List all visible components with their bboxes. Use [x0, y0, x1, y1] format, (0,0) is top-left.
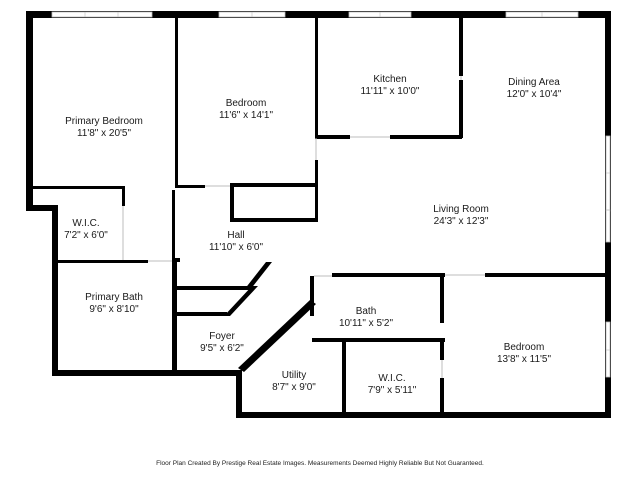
wall-kitchen-bottom-right	[390, 135, 462, 139]
floor-plan-credit: Floor Plan Created By Prestige Real Esta…	[156, 460, 484, 467]
wall-foyer-diagonal-lower	[224, 286, 258, 316]
wall-closet-left	[230, 183, 234, 222]
label-wic-2-dims: 7'9" x 5'11"	[368, 385, 417, 396]
bottom-step-wall	[236, 370, 242, 418]
label-primary-bath-dims: 9'6" x 8'10"	[89, 304, 139, 315]
wall-bath-right	[440, 273, 444, 323]
label-utility-name: Utility	[282, 370, 306, 381]
window-primary-bedroom	[51, 11, 153, 18]
label-wic-dims: 7'2" x 6'0"	[64, 230, 108, 241]
label-hall-dims: 11'10" x 6'0"	[209, 242, 264, 253]
wall-primary-bath-right	[172, 262, 177, 375]
left-upper-exterior-wall	[26, 11, 33, 211]
label-living-room-dims: 24'3" x 12'3"	[434, 216, 489, 227]
door-openings	[122, 76, 485, 378]
top-exterior-wall	[26, 11, 611, 18]
wall-bath-bottom	[312, 338, 445, 342]
wall-bath-left	[310, 276, 314, 316]
label-primary-bedroom-dims: 11'8" x 20'5"	[77, 128, 132, 139]
label-primary-bedroom-name: Primary Bedroom	[65, 116, 143, 127]
wall-kitchen-bottom-left	[315, 135, 350, 139]
label-living-room-name: Living Room	[433, 204, 489, 215]
label-wic-2-name: W.I.C.	[378, 373, 405, 384]
window-dining-side	[605, 135, 611, 212]
wall-primary-bedroom-bedroom	[175, 18, 178, 188]
label-foyer-name: Foyer	[209, 331, 235, 342]
wic-notch-wall-top	[26, 205, 58, 211]
label-foyer-dims: 9'5" x 6'2"	[200, 343, 244, 354]
interior-walls	[33, 18, 611, 415]
wall-bedroom-hall-right	[315, 160, 318, 220]
label-bath-dims: 10'11" x 5'2"	[339, 318, 394, 329]
label-kitchen-dims: 11'11" x 10'0"	[361, 86, 420, 97]
label-bedroom-dims: 11'6" x 14'1"	[219, 110, 274, 121]
wall-wic2-right-upper	[440, 338, 444, 360]
label-utility-dims: 8'7" x 9'0"	[272, 382, 316, 393]
wall-foyer-closet-bottom	[177, 312, 227, 316]
label-primary-bath-name: Primary Bath	[85, 292, 143, 303]
windows	[51, 11, 611, 378]
label-bedroom-2-dims: 13'8" x 11'5"	[497, 354, 552, 365]
room-labels: Primary Bedroom 11'8" x 20'5" Bedroom 11…	[64, 74, 562, 396]
wall-foyer-diagonal-upper	[244, 262, 272, 290]
bottom-left-exterior-wall	[52, 370, 242, 376]
wall-hall-corner	[172, 258, 180, 262]
wall-bedroom-kitchen	[315, 18, 318, 138]
label-hall-name: Hall	[227, 230, 244, 241]
label-bedroom-name: Bedroom	[226, 98, 267, 109]
wall-wic-top	[33, 186, 125, 189]
wall-bedroom-closet-top	[230, 183, 318, 187]
bottom-right-exterior-wall	[236, 412, 611, 418]
label-kitchen-name: Kitchen	[373, 74, 406, 85]
label-bath-name: Bath	[356, 306, 377, 317]
wall-wic-right-upper	[122, 186, 125, 206]
label-dining-dims: 12'0" x 10'4"	[507, 89, 562, 100]
wall-utility-diagonal	[238, 300, 316, 372]
wall-closet-bottom	[230, 218, 318, 222]
wall-foyer-closet-top	[177, 286, 249, 290]
wall-kitchen-dining-lower	[459, 80, 463, 138]
window-bedroom-2	[605, 321, 611, 378]
wall-wic2-right-lower	[440, 378, 444, 415]
wall-bath-top	[332, 273, 445, 277]
wall-kitchen-dining-upper	[459, 18, 463, 76]
label-bedroom-2-name: Bedroom	[504, 342, 545, 353]
left-lower-exterior-wall	[52, 205, 58, 375]
wall-wic2-left	[342, 338, 346, 415]
label-wic-name: W.I.C.	[72, 218, 99, 229]
window-living	[605, 209, 611, 243]
wall-wic-bath-divider	[58, 260, 148, 263]
wall-hall-left	[172, 190, 175, 262]
label-dining-name: Dining Area	[508, 77, 560, 88]
wall-bedroom-bottom-left	[175, 185, 205, 188]
wall-living-bedroom	[485, 273, 611, 277]
